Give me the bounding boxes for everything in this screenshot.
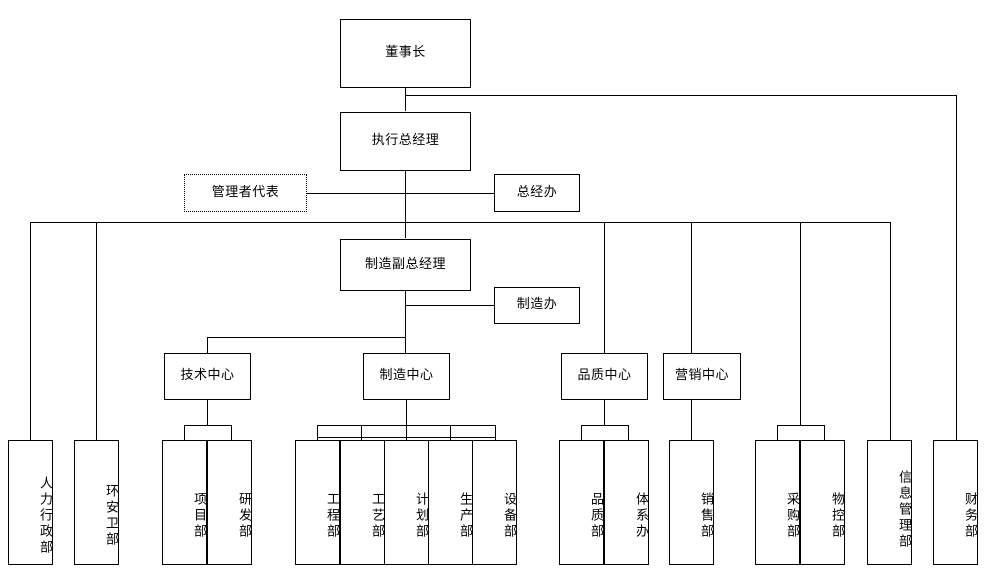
dept-rnd[interactable]: 研发部: [207, 440, 252, 565]
connector-qualitycenter-stem: [604, 400, 605, 425]
connector-drop-techcenter: [207, 337, 208, 353]
connector-mfgcenter-stem: [406, 400, 407, 425]
dept-production[interactable]: 生产部: [428, 440, 473, 565]
dept-information-management[interactable]: 信息管理部: [867, 440, 912, 565]
node-management-representative-label: 管理者代表: [211, 184, 280, 200]
connector-drop-equipment: [495, 437, 496, 440]
node-manufacturing-office-label: 制造办: [516, 297, 558, 313]
dept-quality-label: 品质部: [588, 491, 603, 540]
connector-bus-drop-infomgmt: [890, 222, 891, 440]
node-marketing-center[interactable]: 营销中心: [663, 353, 741, 400]
dept-planning-label: 计划部: [413, 491, 428, 540]
node-exec-gm[interactable]: 执行总经理: [340, 112, 471, 171]
dept-ehs-label: 环安卫部: [103, 483, 118, 548]
connector-drop-purchasing2: [777, 425, 778, 440]
dept-equipment-label: 设备部: [501, 491, 516, 540]
connector-drop-engineering: [317, 437, 318, 440]
dept-process-label: 工艺部: [369, 491, 384, 540]
node-manufacturing-vp[interactable]: 制造副总经理: [340, 239, 471, 291]
dept-project[interactable]: 项目部: [162, 440, 207, 565]
node-gm-office-label: 总经办: [516, 184, 558, 200]
connector-bus-drop-purchasing: [800, 222, 801, 425]
node-management-representative[interactable]: 管理者代表: [184, 174, 307, 212]
dept-purchasing[interactable]: 采购部: [755, 440, 800, 565]
connector-chairman-to-finance-v: [956, 95, 957, 440]
connector-drop-materialcontrol: [824, 425, 825, 440]
dept-process[interactable]: 工艺部: [340, 440, 385, 565]
connector-bus-drop-hr: [30, 222, 31, 440]
connector-mfgvp-to-mfgoffice: [405, 305, 494, 306]
connector-bus-drop-quality: [604, 222, 605, 353]
connector-main-bus: [30, 222, 890, 223]
connector-qualitycenter-bus: [581, 425, 628, 426]
connector-techcenter-stem: [207, 400, 208, 425]
node-quality-center[interactable]: 品质中心: [561, 353, 648, 400]
connector-techcenter-bus: [184, 425, 231, 426]
dept-system-office[interactable]: 体系办: [604, 440, 649, 565]
dept-engineering-label: 工程部: [324, 491, 339, 540]
connector-drop-production: [450, 425, 451, 440]
connector-drop-planning: [406, 425, 407, 440]
dept-information-management-label: 信息管理部: [896, 469, 911, 550]
node-technology-center-label: 技术中心: [180, 368, 235, 384]
dept-finance-label: 财务部: [962, 491, 977, 540]
node-manufacturing-center-label: 制造中心: [379, 368, 434, 384]
dept-rnd-label: 研发部: [236, 491, 251, 540]
node-manufacturing-center[interactable]: 制造中心: [363, 353, 450, 400]
connector-chairman-to-finance-h: [405, 95, 956, 96]
connector-mfgvp-stem: [405, 291, 406, 353]
connector-mfg-upper-right: [495, 425, 496, 437]
connector-staff-bar: [307, 193, 494, 194]
dept-planning[interactable]: 计划部: [384, 440, 429, 565]
connector-bus-drop-marketing: [691, 222, 692, 353]
connector-drop-systemoffice: [628, 425, 629, 440]
dept-project-label: 项目部: [191, 491, 206, 540]
node-chairman[interactable]: 董事长: [340, 19, 471, 88]
connector-bus-drop-ehs: [96, 222, 97, 440]
node-manufacturing-vp-label: 制造副总经理: [364, 256, 446, 272]
node-chairman-label: 董事长: [385, 45, 426, 61]
dept-sales-label: 销售部: [698, 491, 713, 540]
connector-mfg-upper-left: [317, 425, 318, 437]
dept-material-control[interactable]: 物控部: [800, 440, 845, 565]
connector-centers-bus: [207, 337, 406, 338]
node-technology-center[interactable]: 技术中心: [164, 353, 251, 400]
dept-equipment[interactable]: 设备部: [472, 440, 517, 565]
connector-drop-rnd: [231, 425, 232, 440]
dept-sales[interactable]: 销售部: [669, 440, 714, 565]
dept-system-office-label: 体系办: [633, 491, 648, 540]
dept-hr-admin[interactable]: 人力行政部: [8, 440, 53, 565]
node-quality-center-label: 品质中心: [577, 368, 632, 384]
dept-quality[interactable]: 品质部: [559, 440, 604, 565]
connector-drop-qualitydept: [581, 425, 582, 440]
dept-ehs[interactable]: 环安卫部: [74, 440, 119, 565]
connector-drop-project: [184, 425, 185, 440]
dept-engineering[interactable]: 工程部: [295, 440, 340, 565]
dept-finance[interactable]: 财务部: [933, 440, 978, 565]
connector-drop-process: [361, 425, 362, 440]
node-gm-office[interactable]: 总经办: [494, 174, 580, 212]
dept-purchasing-label: 采购部: [784, 491, 799, 540]
dept-hr-admin-label: 人力行政部: [37, 475, 52, 556]
node-marketing-center-label: 营销中心: [674, 368, 729, 384]
node-exec-gm-label: 执行总经理: [371, 133, 440, 149]
dept-production-label: 生产部: [457, 491, 472, 540]
node-manufacturing-office[interactable]: 制造办: [494, 287, 580, 324]
connector-purchasing-bus: [777, 425, 824, 426]
connector-marketing-stem: [691, 400, 692, 440]
connector-execgm-stem: [405, 171, 406, 238]
dept-material-control-label: 物控部: [829, 491, 844, 540]
connector-chairman-stem: [405, 88, 406, 111]
